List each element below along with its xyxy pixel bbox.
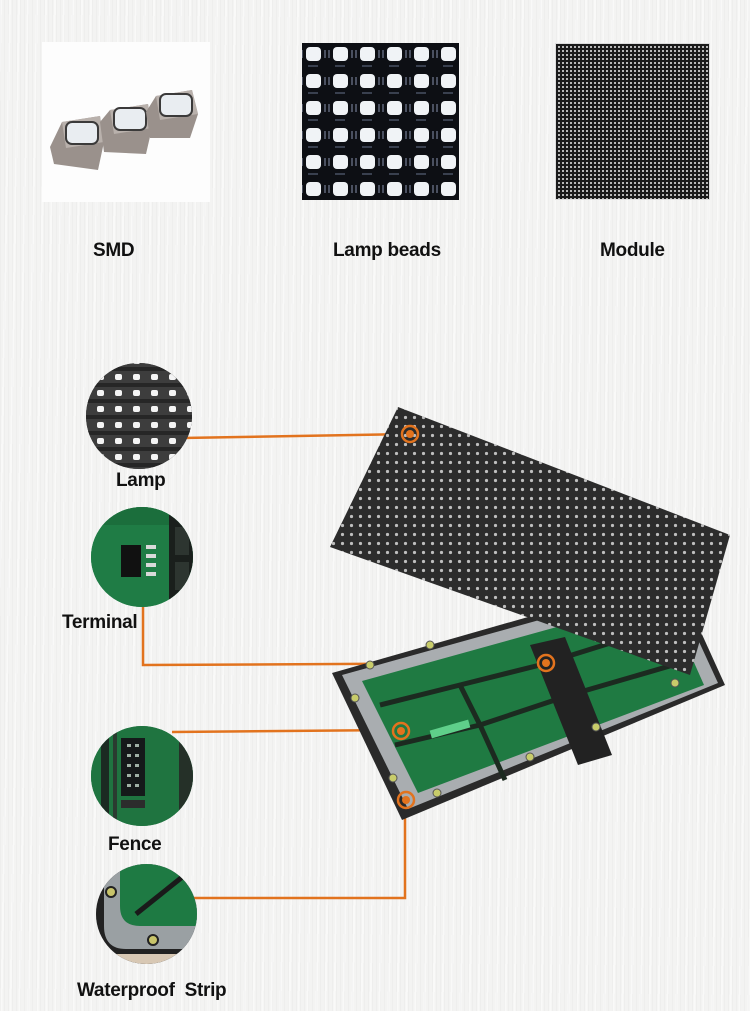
module-icon: [556, 44, 709, 199]
lamp-beads-icon: [302, 43, 459, 200]
terminal-closeup: [91, 507, 193, 607]
fence-label: Fence: [108, 834, 162, 855]
lamp-beads-label: Lamp beads: [333, 240, 441, 261]
lamp-label: Lamp: [116, 470, 166, 491]
module-image: [555, 43, 710, 200]
fence-closeup-icon: [91, 726, 193, 826]
smd-label: SMD: [93, 240, 135, 261]
led-panel: [330, 407, 730, 675]
callout-markers: [391, 424, 556, 810]
waterproof-strip-closeup-icon: [96, 864, 197, 964]
led-module-assembly: [330, 407, 730, 820]
waterproof-strip-label: Waterproof Strip: [77, 980, 227, 1001]
smd-led-icon: [50, 90, 198, 170]
fence-closeup: [91, 726, 193, 826]
lamp-beads-image: [302, 43, 459, 200]
terminal-closeup-icon: [91, 507, 193, 607]
module-label: Module: [600, 240, 665, 261]
terminal-label: Terminal: [62, 612, 138, 633]
smd-image: [42, 42, 210, 202]
lamp-closeup-icon: [86, 363, 192, 469]
waterproof-strip-closeup: [96, 864, 197, 964]
lamp-closeup: [86, 363, 192, 469]
